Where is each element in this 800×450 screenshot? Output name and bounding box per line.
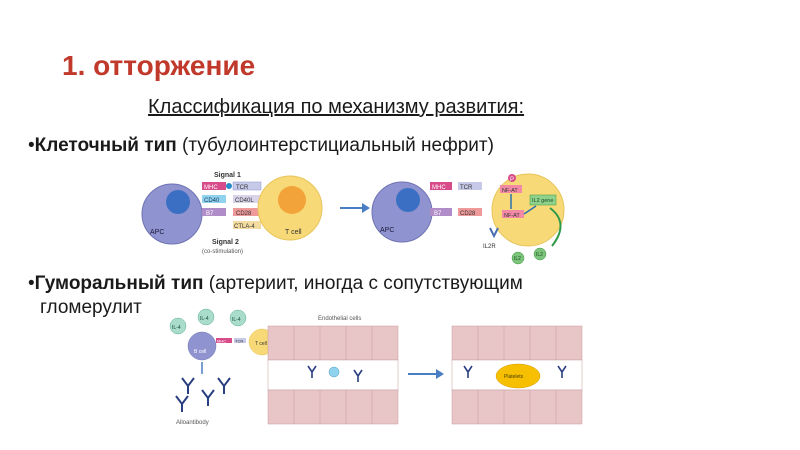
b-cell bbox=[187, 331, 217, 361]
antigen-icon bbox=[226, 183, 232, 189]
phospho-label: P bbox=[510, 177, 514, 183]
phospho-icon bbox=[508, 174, 516, 182]
endothelial-cells-2 bbox=[477, 326, 557, 424]
apc-nucleus bbox=[166, 190, 190, 214]
il4-label-1: IL-4 bbox=[172, 325, 181, 331]
cd28-receptor bbox=[233, 208, 261, 216]
cd40l-label: CD40L bbox=[235, 198, 254, 204]
cd28-receptor-2 bbox=[458, 208, 482, 216]
endothelial-cells bbox=[293, 326, 373, 424]
nfat-box-2 bbox=[502, 210, 524, 218]
humoral-rejection-diagram: IL-4 IL-4 IL-4 B cell MHC TCR T cell All… bbox=[169, 308, 583, 426]
tcr-receptor-2 bbox=[458, 182, 482, 190]
il4-molecule-2 bbox=[197, 308, 215, 326]
secretion-arrow bbox=[549, 207, 562, 247]
il4-molecule-3 bbox=[229, 309, 247, 327]
bullet-marker: • bbox=[28, 273, 35, 294]
mhc-label: MHC bbox=[204, 185, 218, 191]
alloantibody-label: Alloantibody bbox=[176, 420, 209, 426]
il4-label-3: IL-4 bbox=[232, 317, 241, 323]
b-cell-label: B cell bbox=[194, 349, 206, 355]
nfat-box-1 bbox=[500, 185, 522, 193]
il2-molecule-1 bbox=[511, 251, 525, 265]
platelet-aggregate bbox=[495, 363, 541, 389]
nfat-label-2: NF-AT bbox=[504, 213, 520, 219]
cd40-label: CD40 bbox=[204, 198, 220, 204]
b7-label-2: B7 bbox=[434, 211, 442, 217]
bullet-continuation: гломерулит bbox=[40, 297, 142, 318]
tcr-label: TCR bbox=[236, 185, 249, 191]
cd28-label: CD28 bbox=[236, 211, 252, 217]
bullet-detail: (артериит, иногда с сопутствующим bbox=[203, 273, 523, 294]
cd40l-receptor bbox=[233, 195, 261, 203]
apc-nucleus-2 bbox=[396, 188, 420, 212]
il4-molecule-1 bbox=[169, 317, 187, 335]
tcr-receptor-3 bbox=[234, 338, 246, 343]
vessel-wall-bottom bbox=[267, 389, 399, 425]
nfat-label-1: NF-AT bbox=[502, 188, 518, 194]
bullet-term: Гуморальный тип bbox=[34, 273, 204, 294]
ctla4-label: CTLA-4 bbox=[234, 224, 255, 230]
cellular-rejection-diagram: APC Signal 1 MHC TCR CD40 CD40L B7 CD28 … bbox=[141, 172, 565, 265]
mhc-label-3: MHC bbox=[217, 339, 226, 344]
bullet-detail: (тубулоинтерстициальный нефрит) bbox=[176, 135, 494, 156]
b7-receptor bbox=[202, 208, 226, 216]
signal2-label: Signal 2 bbox=[212, 239, 239, 246]
bound-antibodies bbox=[307, 365, 363, 382]
t-cell-label-3: T cell bbox=[255, 341, 267, 347]
cd40-receptor bbox=[202, 195, 226, 203]
apc-label: APC bbox=[150, 229, 164, 236]
il2r-receptor-icon bbox=[489, 227, 499, 239]
vessel-wall-top-2 bbox=[451, 325, 583, 361]
il2-gene-box bbox=[529, 194, 557, 206]
vessel-wall-bottom-2 bbox=[451, 389, 583, 425]
apc-label-2: APC bbox=[380, 227, 394, 234]
il2-label-1: IL2 bbox=[514, 256, 521, 262]
bound-antibodies-2 bbox=[463, 365, 567, 378]
platelets-label: Platelets bbox=[504, 374, 524, 380]
slide-subtitle: Классификация по механизму развития: bbox=[148, 96, 525, 118]
signal1-label: Signal 1 bbox=[214, 172, 241, 179]
bullet-humoral: •Гуморальный тип (артериит, иногда с соп… bbox=[28, 272, 678, 320]
bullet-term: Клеточный тип bbox=[34, 135, 177, 156]
t-cell-nucleus bbox=[278, 186, 306, 214]
b7-label: B7 bbox=[206, 211, 214, 217]
tcr-label-3: TCR bbox=[235, 339, 243, 344]
bullet-cellular: •Клеточный тип (тубулоинтерстициальный н… bbox=[28, 134, 494, 158]
arrow-head bbox=[362, 203, 370, 213]
il2r-label: IL2R bbox=[483, 244, 496, 250]
mhc-receptor-2 bbox=[430, 182, 452, 190]
alloantibody-group bbox=[175, 377, 231, 412]
t-cell-label: T cell bbox=[285, 229, 302, 236]
arrow-head-2 bbox=[436, 369, 444, 379]
endothelial-label: Endothelial cells bbox=[318, 316, 361, 322]
il2-molecule-2 bbox=[533, 247, 547, 261]
complement-icon bbox=[328, 366, 340, 378]
costim-label: (co-stimulation) bbox=[202, 249, 243, 255]
bullet-marker: • bbox=[28, 135, 35, 156]
mhc-receptor-3 bbox=[216, 338, 232, 343]
b7-receptor-2 bbox=[430, 208, 452, 216]
il2-gene-label: IL2 gene bbox=[532, 198, 553, 204]
gene-arrow bbox=[523, 205, 537, 215]
tcr-label-2: TCR bbox=[460, 185, 473, 191]
cd28-label-2: CD28 bbox=[460, 211, 476, 217]
vessel-wall-top bbox=[267, 325, 399, 361]
slide-title: 1. отторжение bbox=[62, 50, 256, 81]
ctla4-receptor bbox=[233, 221, 261, 229]
il4-label-2: IL-4 bbox=[200, 316, 209, 322]
tcr-receptor bbox=[232, 181, 262, 191]
il2-label-2: IL2 bbox=[536, 252, 543, 258]
mhc-receptor bbox=[202, 182, 226, 190]
mhc-label-2: MHC bbox=[432, 185, 446, 191]
